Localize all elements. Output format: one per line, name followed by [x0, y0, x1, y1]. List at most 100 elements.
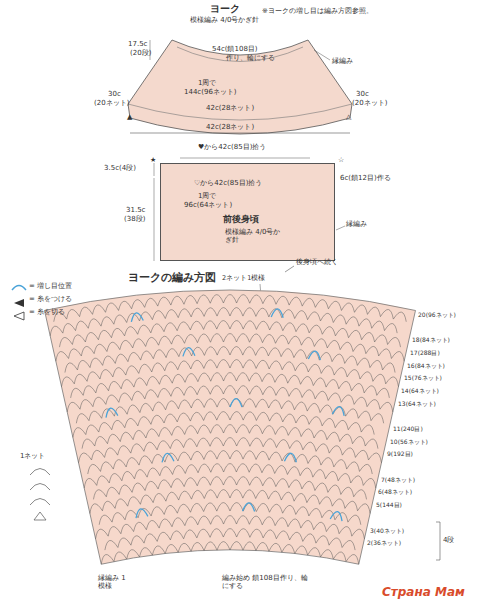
body-panel: 前後身頃模様編み 4/0号かぎ針 [160, 163, 335, 261]
label: 模様編み 4/0号かぎ針 [190, 16, 260, 24]
row-number: 14(64ネット) [401, 388, 439, 395]
label: 42c(28ネット) [206, 104, 254, 112]
row-number: 7(48ネット) [381, 477, 415, 484]
chain-loops [96, 516, 365, 539]
chain-loops [79, 438, 382, 463]
label: 30c [108, 90, 121, 98]
label: 30c [356, 90, 369, 98]
chain-loops [84, 464, 376, 489]
label: 1周で [198, 79, 216, 87]
chain-loops [76, 399, 383, 424]
label: △ [346, 113, 351, 121]
panel-title: 前後身頃 [223, 214, 259, 224]
chain-loops [56, 334, 404, 362]
leader-line [285, 266, 294, 272]
label: ♥から42c(85目)拾う [198, 143, 266, 151]
row-number: 5(144目) [376, 502, 402, 509]
chain-loops [90, 490, 370, 514]
dimension-line [154, 178, 155, 261]
yoke-shape [128, 40, 352, 134]
label: 96c(64ネット) [184, 201, 232, 209]
label: 縁編み [332, 57, 353, 65]
chain-loops [71, 373, 390, 398]
label: 54c(鎖108目) [212, 45, 258, 53]
increase-mark [131, 313, 143, 322]
label: 作り、輪にする [226, 54, 275, 62]
label: 42c(28ネット) [206, 123, 254, 131]
chain-loops [88, 451, 373, 474]
chain-loops [59, 321, 400, 348]
increase-mark [136, 509, 148, 518]
label: ヨーク [210, 3, 240, 15]
row-number: 9(192目) [387, 451, 413, 458]
chain-loops [67, 386, 393, 412]
label: 縁編み [346, 220, 367, 228]
chart-fan [45, 290, 416, 564]
chain-loops [62, 360, 399, 387]
increase-mark [183, 348, 195, 357]
label: 縁編み 1模様 [98, 574, 132, 590]
label: ヨークの編み方図 [128, 272, 216, 285]
label: 17.5c [128, 40, 147, 48]
leader-line [336, 226, 345, 230]
chain-loops [101, 542, 359, 565]
row-number: 15(76ネット) [404, 375, 442, 382]
increase-mark [162, 453, 174, 462]
label: ※ヨークの増し目は編み方図参照。 [262, 7, 373, 15]
label: (20ネット) [94, 99, 129, 107]
row-number: 18(84ネット) [412, 337, 450, 344]
legend-sample [12, 286, 26, 291]
chain-loops [105, 529, 355, 551]
increase-mark [106, 408, 118, 417]
row-number: 16(84ネット) [407, 363, 445, 370]
row-number: 2(36ネット) [367, 540, 401, 547]
increase-mark [330, 512, 342, 521]
chain-loops [82, 425, 378, 449]
chain-loops [54, 295, 406, 322]
legend-text: = 糸を切る [29, 308, 65, 316]
row-number: 17(288目) [410, 350, 440, 357]
increase-mark [332, 407, 344, 416]
net-symbol [30, 469, 50, 521]
label: (20段) [130, 49, 151, 57]
label: 1ネット [20, 452, 45, 460]
dimension-line [130, 133, 350, 134]
increase-mark [308, 351, 320, 360]
label: 144c(96ネット) [184, 88, 237, 96]
label: 1周で [198, 192, 216, 200]
chain-loops [50, 308, 397, 336]
label: 後身頃へ続く [296, 259, 338, 266]
legend-sample [14, 299, 24, 307]
chain-loops [99, 503, 361, 525]
label: (20ネット) [352, 99, 387, 107]
increase-mark [284, 453, 296, 462]
edging-line [128, 104, 352, 120]
row-number: 3(40ネット) [370, 528, 404, 535]
label: 編み始め 鎖108目作り、輪にする [222, 574, 308, 590]
label: 6c(鎖12目)作る [340, 174, 391, 182]
label: 4段 [443, 536, 454, 544]
dimension-line [154, 163, 155, 176]
label: ▲ [127, 113, 132, 121]
dimension-line [180, 158, 310, 159]
label: 2ネット1模様 [222, 275, 265, 282]
panel-note: 模様編み 4/0号かぎ針 [225, 228, 281, 244]
label: 31.5c [126, 206, 145, 214]
row-number: 11(240目) [393, 426, 423, 433]
legend-text: = 糸をつける [29, 295, 72, 303]
row-number: 13(64ネット) [398, 401, 436, 408]
watermark: Страна Мам [382, 586, 465, 600]
label: ★ [150, 156, 156, 164]
row-number: 10(56ネット) [390, 439, 428, 446]
chain-loops [65, 347, 395, 373]
legend-sample [14, 312, 24, 320]
label: ♡から42c(85目)拾う [194, 179, 262, 187]
label: 3.5c(4段) [104, 164, 136, 172]
increase-mark [271, 309, 283, 318]
label: (38段) [124, 215, 145, 223]
stitch-chart [45, 290, 416, 564]
increase-mark [230, 399, 242, 408]
bracket [436, 522, 440, 560]
